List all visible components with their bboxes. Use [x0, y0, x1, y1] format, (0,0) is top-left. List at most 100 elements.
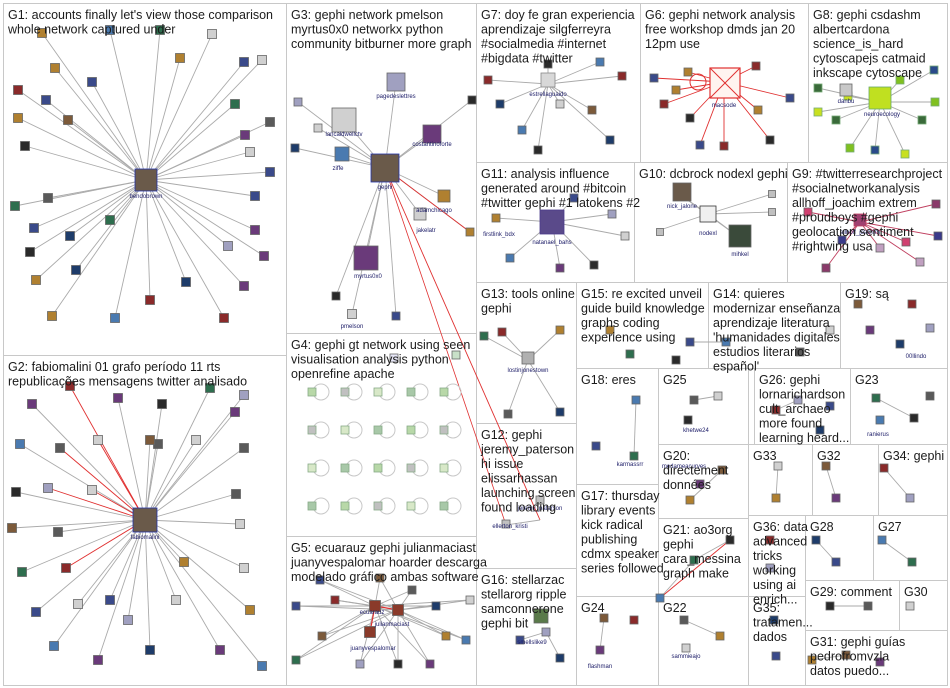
graph-node[interactable]: [803, 207, 813, 217]
graph-node[interactable]: [825, 601, 835, 611]
graph-node[interactable]: [785, 93, 795, 103]
graph-node[interactable]: [595, 57, 605, 67]
graph-node[interactable]: [768, 208, 776, 216]
graph-node[interactable]: [900, 149, 910, 159]
graph-node[interactable]: [587, 105, 597, 115]
graph-node[interactable]: [291, 655, 301, 665]
graph-node[interactable]: [728, 224, 752, 248]
graph-node[interactable]: [37, 28, 47, 38]
graph-node[interactable]: [725, 535, 735, 545]
graph-node[interactable]: [43, 483, 53, 493]
graph-node[interactable]: [773, 461, 783, 471]
hub-node-allhoff-joachim[interactable]: [853, 213, 867, 227]
graph-node[interactable]: [543, 59, 553, 69]
graph-node[interactable]: [373, 501, 383, 511]
graph-node[interactable]: [521, 351, 535, 365]
graph-node[interactable]: [265, 117, 275, 127]
graph-node[interactable]: [461, 635, 471, 645]
hub-node-neuroecology[interactable]: [868, 86, 892, 110]
graph-node[interactable]: [841, 650, 851, 660]
graph-node[interactable]: [629, 615, 639, 625]
graph-node[interactable]: [465, 227, 475, 237]
graph-node[interactable]: [863, 601, 873, 611]
graph-node[interactable]: [105, 25, 115, 35]
graph-node[interactable]: [535, 495, 545, 505]
graph-node[interactable]: [307, 463, 317, 473]
graph-node[interactable]: [406, 425, 416, 435]
graph-node[interactable]: [31, 607, 41, 617]
graph-node[interactable]: [65, 231, 75, 241]
graph-node[interactable]: [71, 265, 81, 275]
graph-node[interactable]: [795, 347, 805, 357]
graph-node[interactable]: [389, 353, 399, 363]
graph-node[interactable]: [503, 409, 513, 419]
graph-node[interactable]: [659, 99, 669, 109]
graph-node[interactable]: [555, 407, 565, 417]
graph-node[interactable]: [93, 435, 103, 445]
graph-node[interactable]: [386, 72, 406, 92]
graph-node[interactable]: [413, 207, 427, 221]
graph-node[interactable]: [695, 479, 705, 489]
graph-node[interactable]: [257, 55, 267, 65]
graph-node[interactable]: [105, 595, 115, 605]
graph-node[interactable]: [340, 387, 350, 397]
graph-node[interactable]: [875, 243, 885, 253]
graph-node[interactable]: [245, 605, 255, 615]
graph-node[interactable]: [495, 99, 505, 109]
graph-node[interactable]: [685, 495, 695, 505]
graph-node[interactable]: [175, 53, 185, 63]
graph-node[interactable]: [422, 124, 442, 144]
graph-node[interactable]: [683, 415, 693, 425]
graph-node[interactable]: [179, 557, 189, 567]
graph-node[interactable]: [10, 201, 20, 211]
graph-node[interactable]: [145, 295, 155, 305]
graph-node[interactable]: [617, 71, 627, 81]
graph-node[interactable]: [811, 535, 821, 545]
graph-node[interactable]: [145, 645, 155, 655]
graph-node[interactable]: [517, 125, 527, 135]
graph-node[interactable]: [901, 237, 911, 247]
graph-node[interactable]: [765, 535, 775, 545]
graph-node[interactable]: [689, 395, 699, 405]
graph-node[interactable]: [406, 463, 416, 473]
graph-node[interactable]: [925, 391, 935, 401]
graph-node[interactable]: [825, 325, 835, 335]
graph-node[interactable]: [49, 641, 59, 651]
graph-node[interactable]: [605, 325, 615, 335]
graph-node[interactable]: [595, 645, 605, 655]
graph-node[interactable]: [765, 135, 775, 145]
graph-node[interactable]: [110, 313, 120, 323]
graph-node[interactable]: [407, 585, 417, 595]
graph-node[interactable]: [93, 655, 103, 665]
graph-node[interactable]: [7, 523, 17, 533]
graph-node[interactable]: [230, 99, 240, 109]
graph-node[interactable]: [235, 519, 245, 529]
hub-node-natanael-bahs[interactable]: [539, 209, 565, 235]
graph-node[interactable]: [230, 407, 240, 417]
graph-node[interactable]: [47, 311, 57, 321]
graph-node[interactable]: [61, 563, 71, 573]
graph-node[interactable]: [231, 489, 241, 499]
hub-node-gephi[interactable]: [370, 153, 400, 183]
graph-node[interactable]: [917, 115, 927, 125]
graph-node[interactable]: [719, 141, 729, 151]
graph-node[interactable]: [465, 595, 475, 605]
graph-node[interactable]: [171, 595, 181, 605]
graph-node[interactable]: [293, 97, 303, 107]
graph-node[interactable]: [831, 493, 841, 503]
graph-node[interactable]: [334, 146, 350, 162]
graph-node[interactable]: [439, 501, 449, 511]
graph-node[interactable]: [245, 147, 255, 157]
graph-node[interactable]: [250, 191, 260, 201]
graph-node[interactable]: [870, 145, 880, 155]
graph-node[interactable]: [239, 57, 249, 67]
graph-node[interactable]: [895, 339, 905, 349]
graph-node[interactable]: [439, 425, 449, 435]
graph-node[interactable]: [541, 627, 551, 637]
graph-node[interactable]: [223, 241, 233, 251]
graph-node[interactable]: [123, 615, 133, 625]
graph-node[interactable]: [13, 113, 23, 123]
graph-node[interactable]: [671, 85, 681, 95]
graph-node[interactable]: [715, 631, 725, 641]
graph-node[interactable]: [307, 425, 317, 435]
